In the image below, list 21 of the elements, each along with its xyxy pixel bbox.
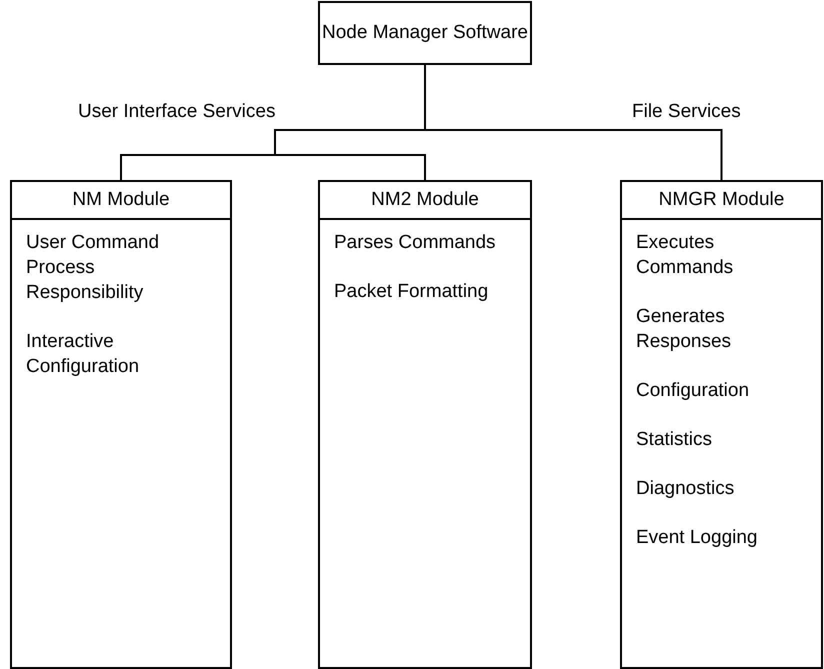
module-title: NM Module bbox=[72, 188, 170, 212]
module-item: Configuration bbox=[636, 379, 750, 403]
module-item: Diagnostics bbox=[636, 477, 736, 501]
module-item: Interactive Configuration bbox=[26, 330, 140, 379]
module-item: User Command Process Responsibility bbox=[26, 231, 160, 305]
module-box bbox=[318, 180, 532, 669]
module-item: Executes Commands bbox=[636, 231, 734, 280]
module-box bbox=[10, 180, 232, 669]
module-item: Parses Commands bbox=[334, 231, 497, 255]
module-title: NM2 Module bbox=[371, 188, 479, 212]
branch-label: File Services bbox=[632, 100, 741, 124]
module-item: Generates Responses bbox=[636, 305, 732, 354]
module-item: Packet Formatting bbox=[334, 280, 490, 304]
module-box bbox=[620, 180, 823, 669]
module-title: NMGR Module bbox=[658, 188, 784, 212]
module-item: Event Logging bbox=[636, 526, 758, 550]
root-box bbox=[318, 1, 532, 65]
branch-label: User Interface Services bbox=[78, 100, 276, 124]
box-title: Node Manager Software bbox=[322, 20, 528, 45]
connector-line bbox=[424, 65, 722, 180]
module-item: Statistics bbox=[636, 428, 714, 452]
